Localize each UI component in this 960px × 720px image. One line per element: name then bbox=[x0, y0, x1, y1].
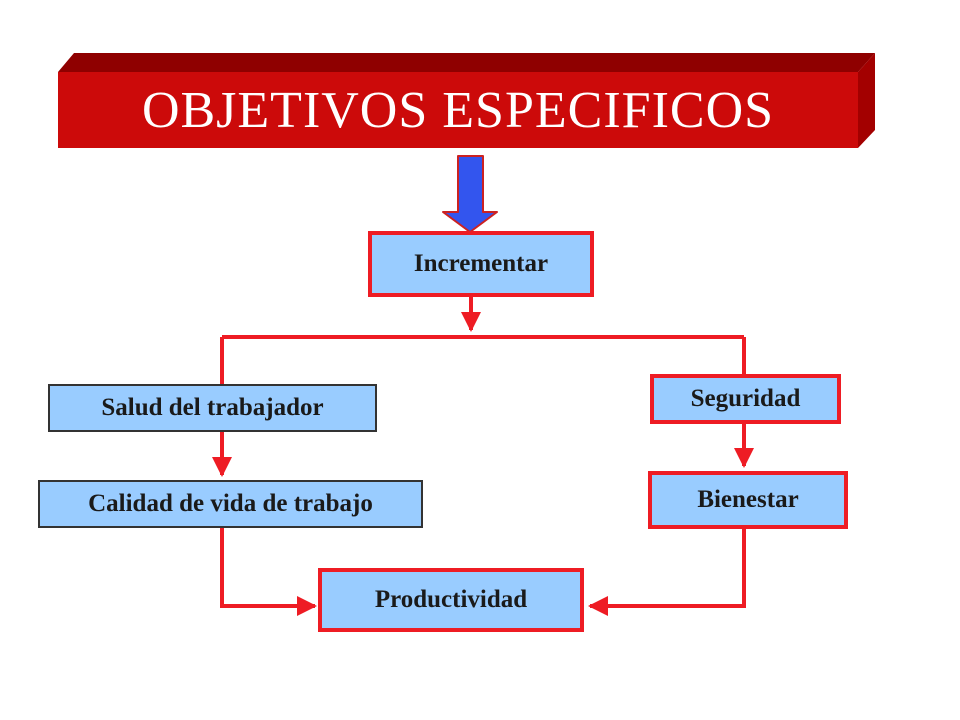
node-bienestar: Bienestar bbox=[648, 471, 848, 529]
title-banner bbox=[58, 53, 875, 148]
banner-front-face bbox=[58, 72, 858, 148]
down-arrow-icon bbox=[442, 155, 498, 233]
node-productividad-label: Productividad bbox=[374, 586, 528, 613]
node-incrementar: Incrementar bbox=[368, 231, 594, 297]
node-salud-label: Salud del trabajador bbox=[101, 394, 324, 421]
node-incrementar-label: Incrementar bbox=[413, 250, 549, 277]
node-seguridad: Seguridad bbox=[650, 374, 841, 424]
node-bienestar-label: Bienestar bbox=[697, 486, 799, 513]
node-seguridad-label: Seguridad bbox=[690, 385, 801, 412]
page-title: OBJETIVOS ESPECIFICOS bbox=[141, 81, 775, 139]
connector-bienestar-productividad bbox=[588, 529, 746, 616]
node-calidad-label: Calidad de vida de trabajo bbox=[88, 490, 373, 517]
banner-top-face bbox=[58, 53, 875, 72]
node-productividad: Productividad bbox=[318, 568, 584, 632]
banner-side-face bbox=[858, 53, 875, 148]
node-calidad-de-vida: Calidad de vida de trabajo bbox=[38, 480, 423, 528]
connector-calidad-productividad bbox=[220, 528, 317, 616]
node-salud-del-trabajador: Salud del trabajador bbox=[48, 384, 377, 432]
